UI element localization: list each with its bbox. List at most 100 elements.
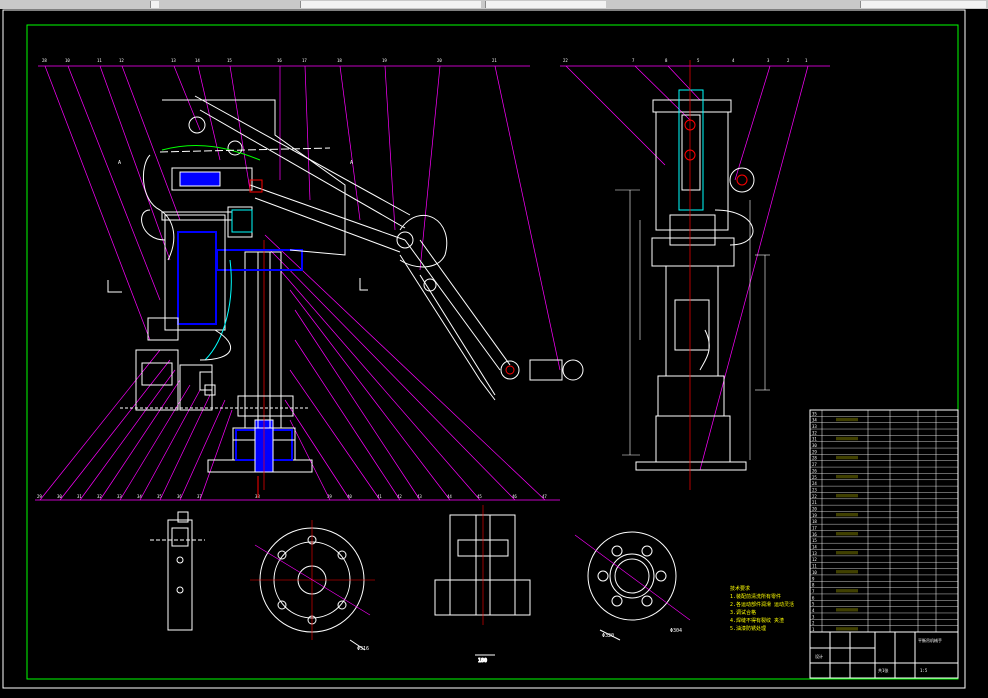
parts-row-text (836, 474, 858, 479)
balloon-top-14: 7 (632, 58, 635, 63)
title-sheet: 共1张 (878, 667, 888, 673)
balloon-bottom-8: 37 (197, 494, 202, 499)
parts-row-number: 26 (812, 468, 817, 473)
balloon-top-18: 3 (767, 58, 770, 63)
tech-note-1: 1.装配前清洗所有零件 (730, 593, 781, 600)
title-bar-segment (485, 1, 606, 8)
parts-row-number: 6 (812, 595, 815, 600)
window-title-bar (0, 0, 988, 9)
parts-row-number: 18 (812, 519, 817, 524)
parts-row-number: 15 (812, 538, 817, 543)
balloon-bottom-18: 47 (542, 494, 547, 499)
balloon-bottom-4: 33 (117, 494, 122, 499)
parts-row-number: 8 (812, 583, 815, 588)
balloon-bottom-13: 42 (397, 494, 402, 499)
parts-row-text (836, 608, 858, 612)
parts-row-number: 4 (812, 608, 815, 613)
balloon-top-15: 8 (665, 58, 668, 63)
balloon-bottom-3: 32 (97, 494, 102, 499)
parts-row-number: 9 (812, 576, 815, 581)
balloon-top-20: 1 (805, 58, 808, 63)
parts-row-number: 20 (812, 506, 817, 511)
balloon-bottom-11: 40 (347, 494, 352, 499)
balloon-top-16: 5 (697, 58, 700, 63)
parts-row-number: 14 (812, 545, 817, 550)
balloon-top-6: 15 (227, 58, 232, 63)
balloon-top-1: 10 (65, 58, 70, 63)
tech-note-4: 4.焊缝不得有裂纹 夹渣 (730, 617, 784, 624)
bushing-dimension: 180 (478, 658, 487, 664)
title-designer: 设计 (815, 653, 823, 659)
parts-row-number: 5 (812, 602, 815, 607)
parts-row-number: 10 (812, 570, 817, 575)
parts-row-number: 24 (812, 481, 817, 486)
balloon-top-8: 17 (302, 58, 307, 63)
flange-dimension-2: Φ320 (602, 633, 614, 639)
flange-dimension-1: Φ316 (357, 646, 369, 652)
parts-row-number: 17 (812, 526, 817, 531)
parts-row-number: 12 (812, 557, 817, 562)
top-leader-lines (44, 65, 809, 471)
parts-row-text (836, 455, 858, 460)
parts-row-number: 1 (812, 627, 815, 632)
parts-row-number: 2 (812, 621, 815, 626)
parts-row-text (836, 493, 858, 498)
parts-row-text (836, 551, 858, 555)
bottom-leader-lines (39, 234, 546, 501)
balloon-top-0: 28 (42, 58, 47, 63)
drawing-frame (26, 24, 959, 680)
title-block: 平衡吊机械手 1:5 设计 共1张 (809, 631, 959, 679)
parts-row-number: 29 (812, 449, 817, 454)
detail-view-bushing: 180 (434, 505, 531, 665)
parts-row-number: 33 (812, 424, 817, 429)
parts-row-number: 25 (812, 475, 817, 480)
parts-row-number: 32 (812, 430, 817, 435)
balloon-bottom-17: 46 (512, 494, 517, 499)
balloon-top-11: 20 (437, 58, 442, 63)
balloon-top-10: 19 (382, 58, 387, 63)
parts-row-number: 35 (812, 411, 817, 416)
tech-note-3: 3.调试合格 (730, 609, 756, 616)
parts-row-text (836, 627, 858, 631)
parts-row-text (836, 532, 858, 536)
title-bar-segment (300, 1, 481, 8)
parts-row-number: 3 (812, 614, 815, 619)
balloon-top-4: 13 (171, 58, 176, 63)
parts-row-text (836, 589, 858, 593)
balloon-top-5: 14 (195, 58, 200, 63)
title-drawing-name: 平衡吊机械手 (918, 637, 942, 643)
balloon-bottom-1: 30 (57, 494, 62, 499)
tech-note-0: 技术要求 (730, 585, 750, 592)
section-label-a-right: A (350, 160, 353, 166)
parts-row-text (836, 570, 858, 574)
balloon-top-12: 21 (492, 58, 497, 63)
balloon-bottom-6: 35 (157, 494, 162, 499)
balloon-top-2: 11 (97, 58, 102, 63)
parts-row-number: 30 (812, 443, 817, 448)
parts-list-table: 1234567891011121314151617181920212223242… (809, 409, 959, 633)
parts-row-number: 34 (812, 418, 817, 423)
balloon-bottom-5: 34 (137, 494, 142, 499)
parts-row-text (836, 417, 858, 422)
title-scale: 1:5 (920, 668, 928, 673)
balloon-bottom-2: 31 (77, 494, 82, 499)
title-bar-segment (860, 1, 986, 8)
parts-row-number: 11 (812, 564, 817, 569)
parts-row-number: 16 (812, 532, 817, 537)
tech-note-5: 5.油漆防锈处理 (730, 625, 766, 632)
balloon-top-13: 22 (563, 58, 568, 63)
balloon-bottom-10: 39 (327, 494, 332, 499)
parts-row-number: 22 (812, 494, 817, 499)
flange-dimension-3: Φ304 (670, 628, 682, 634)
detail-view-flange-1: Φ316 (250, 520, 375, 652)
balloon-top-9: 18 (337, 58, 342, 63)
parts-row-number: 31 (812, 437, 817, 442)
balloon-bottom-12: 41 (377, 494, 382, 499)
parts-row-number: 13 (812, 551, 817, 556)
detail-view-flange-2: Φ320 Φ304 (574, 531, 691, 641)
parts-row-number: 23 (812, 487, 817, 492)
parts-row-text (836, 512, 858, 517)
side-view-manipulator (615, 60, 770, 490)
